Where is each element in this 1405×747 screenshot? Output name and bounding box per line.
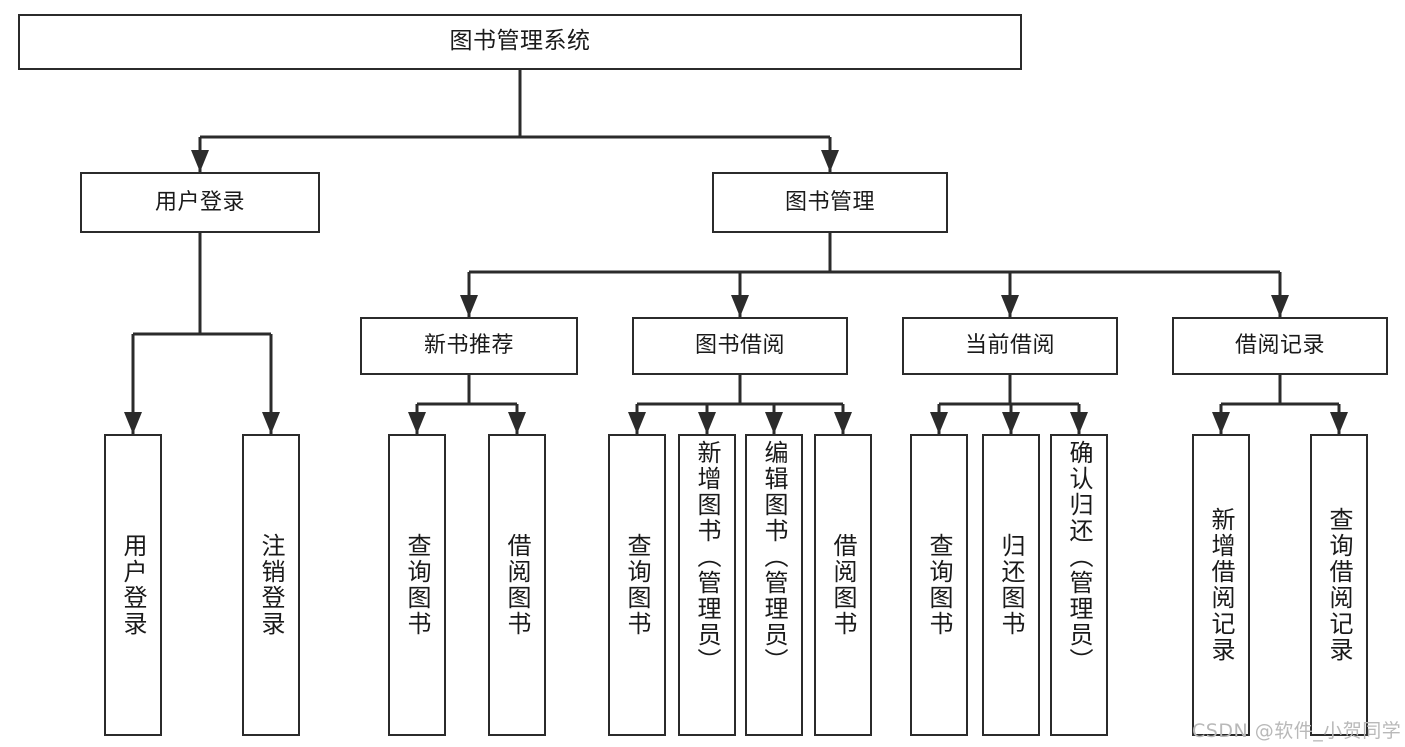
node-label-bb-edit: 编辑图书（管理员） (760, 440, 788, 674)
node-label-borrow-record: 借阅记录 (1234, 333, 1325, 359)
node-label-new-book-rec: 新书推荐 (423, 333, 514, 359)
node-cb-return[interactable]: 归还图书 (982, 434, 1040, 736)
node-bb-edit[interactable]: 编辑图书（管理员） (745, 434, 803, 736)
node-label-bb-add: 新增图书（管理员） (693, 440, 721, 674)
node-leaf-user-logout[interactable]: 注销登录 (242, 434, 300, 736)
node-user-login[interactable]: 用户登录 (80, 172, 320, 233)
node-current-borrow[interactable]: 当前借阅 (902, 317, 1118, 375)
arrow-icon-book-borrow (731, 295, 749, 317)
arrow-icon-book-manage (821, 150, 839, 172)
node-nb-query[interactable]: 查询图书 (388, 434, 446, 736)
arrow-icon-user-login (191, 150, 209, 172)
arrow-icon-bb-borrow (834, 412, 852, 434)
node-label-user-login: 用户登录 (154, 189, 245, 215)
node-label-book-borrow: 图书借阅 (694, 333, 785, 359)
node-label-cb-return: 归还图书 (997, 533, 1025, 637)
arrow-icon-leaf-user-login (124, 412, 142, 434)
node-br-query[interactable]: 查询借阅记录 (1310, 434, 1368, 736)
node-label-nb-borrow: 借阅图书 (503, 533, 531, 637)
arrow-icon-current-borrow (1001, 295, 1019, 317)
node-label-nb-query: 查询图书 (403, 533, 431, 637)
node-br-add[interactable]: 新增借阅记录 (1192, 434, 1250, 736)
arrow-icon-leaf-user-logout (262, 412, 280, 434)
arrow-icon-cb-query (930, 412, 948, 434)
node-leaf-user-login[interactable]: 用户登录 (104, 434, 162, 736)
arrow-icon-cb-confirm (1070, 412, 1088, 434)
node-label-root: 图书管理系统 (449, 28, 591, 55)
arrow-icon-bb-edit (765, 412, 783, 434)
node-label-book-manage: 图书管理 (784, 189, 875, 215)
node-book-borrow[interactable]: 图书借阅 (632, 317, 848, 375)
arrow-icon-borrow-record (1271, 295, 1289, 317)
arrow-icon-new-book-rec (460, 295, 478, 317)
node-cb-confirm[interactable]: 确认归还（管理员） (1050, 434, 1108, 736)
node-label-leaf-user-logout: 注销登录 (257, 533, 285, 637)
node-new-book-rec[interactable]: 新书推荐 (360, 317, 578, 375)
node-label-cb-query: 查询图书 (925, 533, 953, 637)
arrow-icon-br-add (1212, 412, 1230, 434)
arrow-icon-nb-query (408, 412, 426, 434)
node-label-br-add: 新增借阅记录 (1207, 507, 1235, 663)
arrow-icon-bb-query (628, 412, 646, 434)
node-borrow-record[interactable]: 借阅记录 (1172, 317, 1388, 375)
node-label-cb-confirm: 确认归还（管理员） (1065, 440, 1093, 674)
arrow-icon-cb-return (1002, 412, 1020, 434)
node-bb-query[interactable]: 查询图书 (608, 434, 666, 736)
node-label-br-query: 查询借阅记录 (1325, 507, 1353, 663)
node-bb-borrow[interactable]: 借阅图书 (814, 434, 872, 736)
node-label-bb-query: 查询图书 (623, 533, 651, 637)
node-bb-add[interactable]: 新增图书（管理员） (678, 434, 736, 736)
node-root[interactable]: 图书管理系统 (18, 14, 1022, 70)
arrow-icon-nb-borrow (508, 412, 526, 434)
node-label-current-borrow: 当前借阅 (964, 333, 1055, 359)
arrow-icon-br-query (1330, 412, 1348, 434)
node-cb-query[interactable]: 查询图书 (910, 434, 968, 736)
node-label-leaf-user-login: 用户登录 (119, 533, 147, 637)
node-nb-borrow[interactable]: 借阅图书 (488, 434, 546, 736)
node-book-manage[interactable]: 图书管理 (712, 172, 948, 233)
node-label-bb-borrow: 借阅图书 (829, 533, 857, 637)
arrow-icon-bb-add (698, 412, 716, 434)
